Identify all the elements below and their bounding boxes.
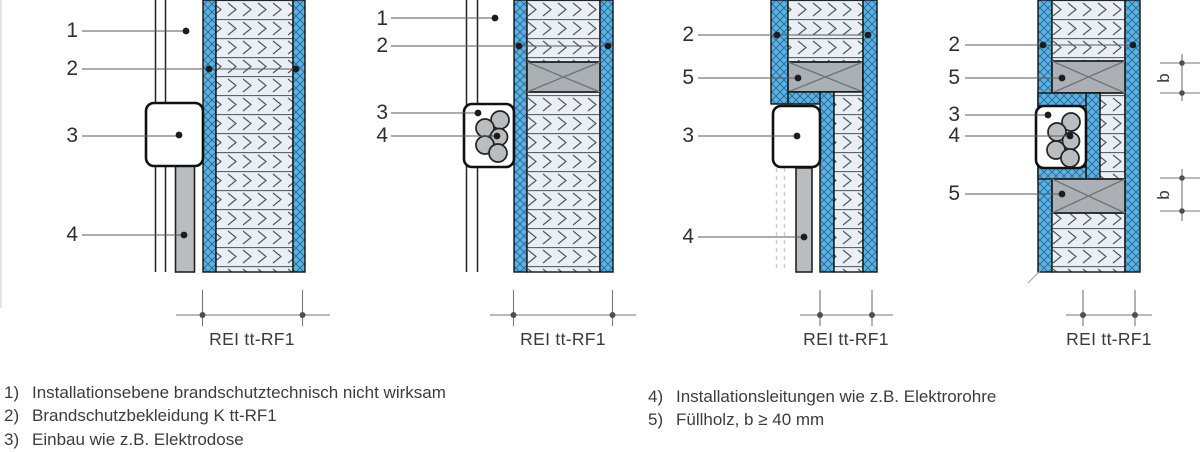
dimension-dots (817, 312, 875, 318)
dimension-line (1066, 290, 1152, 326)
dimension-dots (510, 312, 616, 318)
callout-label: 2 (376, 34, 388, 57)
callout-label: 2 (948, 33, 960, 56)
dimension-line (800, 290, 893, 326)
leader-dots (175, 27, 300, 239)
legend-right-column: 4) Installationsleitungen wie z.B. Elekt… (648, 385, 996, 432)
callout-label: 5 (948, 66, 960, 89)
filler-wood-block-bottom (1051, 178, 1126, 214)
electro-conduit (795, 167, 813, 273)
b-dimension-dots (1179, 60, 1185, 214)
legend-item-text: Einbau wie z.B. Elektrodose (32, 429, 244, 449)
legend-item-number: 5) (648, 410, 664, 430)
leader-lines (391, 17, 608, 137)
callout-label: 5 (948, 182, 960, 205)
section-cut-mark (1027, 268, 1043, 284)
insulation-lower (833, 91, 864, 273)
fire-cladding-right (292, 0, 306, 273)
insulation-upper (787, 0, 864, 63)
dimension-line (176, 290, 330, 326)
dimension-dots (199, 312, 306, 318)
dimension-dots (1080, 312, 1138, 318)
insulation-core (215, 0, 294, 273)
legend-item-text: Installationsebene brandschutztechnisch … (32, 383, 446, 402)
callout-label: 4 (376, 124, 388, 147)
cladding-lining-right-of-box (1085, 92, 1101, 180)
callout-label: 4 (66, 223, 78, 246)
callout-label: 2 (682, 23, 694, 46)
b-width-label: b (1154, 190, 1173, 200)
dimension-line (490, 290, 636, 326)
fire-cladding-right (862, 0, 878, 273)
callout-label: 3 (376, 101, 388, 124)
legend-item-text: Brandschutzbekleidung K tt-RF1 (32, 406, 277, 426)
electro-conduit (174, 165, 196, 273)
dimension-label: REI tt-RF1 (209, 329, 295, 349)
callout-label: 2 (66, 57, 78, 80)
leader-dots (474, 14, 612, 140)
b-width-label: b (1154, 73, 1173, 83)
filler-wood-block (526, 61, 601, 93)
legend-item-text: Installationsleitungen wie z.B. Elektror… (676, 387, 997, 406)
legend-item-number: 1) (4, 383, 20, 402)
legend-item: 2) Brandschutzbekleidung K tt-RF1 (4, 404, 446, 427)
leader-lines (965, 44, 1131, 195)
legend-item-number: 2) (4, 406, 20, 426)
cladding-lining-vertical (819, 91, 835, 273)
fire-cladding-left (513, 0, 528, 273)
callout-label: 3 (948, 103, 960, 126)
callout-label: 3 (66, 124, 78, 147)
insulation-core (526, 0, 601, 273)
leader-dots (1039, 41, 1137, 198)
leader-lines (698, 34, 866, 238)
panel-2-wall-section (391, 0, 636, 326)
legend-item: 3) Einbau wie z.B. Elektrodose (4, 428, 446, 451)
installation-zone-dashed (775, 168, 786, 272)
leader-dots (773, 31, 872, 241)
callout-label: 1 (66, 19, 78, 42)
legend-item: 1) Installationsebene brandschutztechnis… (4, 381, 446, 404)
electro-box (144, 101, 205, 168)
panel-3-wall-section (698, 0, 893, 326)
callout-label: 4 (682, 225, 694, 248)
fire-cladding-right (1124, 0, 1141, 273)
leader-lines (82, 30, 296, 236)
legend-item-text: Füllholz, b ≥ 40 mm (676, 410, 825, 430)
callout-label: 1 (376, 7, 388, 30)
fire-cladding-right (599, 0, 614, 273)
fire-cladding-left (770, 0, 789, 105)
legend-item: 5) Füllholz, b ≥ 40 mm (648, 408, 996, 431)
conduit-bundle (475, 110, 510, 163)
legend-item-number: 3) (4, 429, 20, 449)
fire-cladding-left (202, 0, 217, 273)
callout-label: 3 (682, 124, 694, 147)
legend-left-column: 1) Installationsebene brandschutztechnis… (4, 381, 446, 451)
callout-label: 5 (682, 66, 694, 89)
panel-4-wall-section (965, 0, 1200, 326)
scan-edge-artifact (0, 0, 2, 308)
callout-label: 4 (948, 124, 960, 147)
legend-item-number: 4) (648, 387, 664, 406)
dimension-label: REI tt-RF1 (1066, 329, 1152, 349)
diagram-canvas (82, 0, 1200, 326)
dimension-label: REI tt-RF1 (520, 329, 606, 349)
panel-1-wall-section (82, 0, 330, 326)
legend-item: 4) Installationsleitungen wie z.B. Elekt… (648, 385, 996, 408)
dimension-label: REI tt-RF1 (803, 329, 889, 349)
